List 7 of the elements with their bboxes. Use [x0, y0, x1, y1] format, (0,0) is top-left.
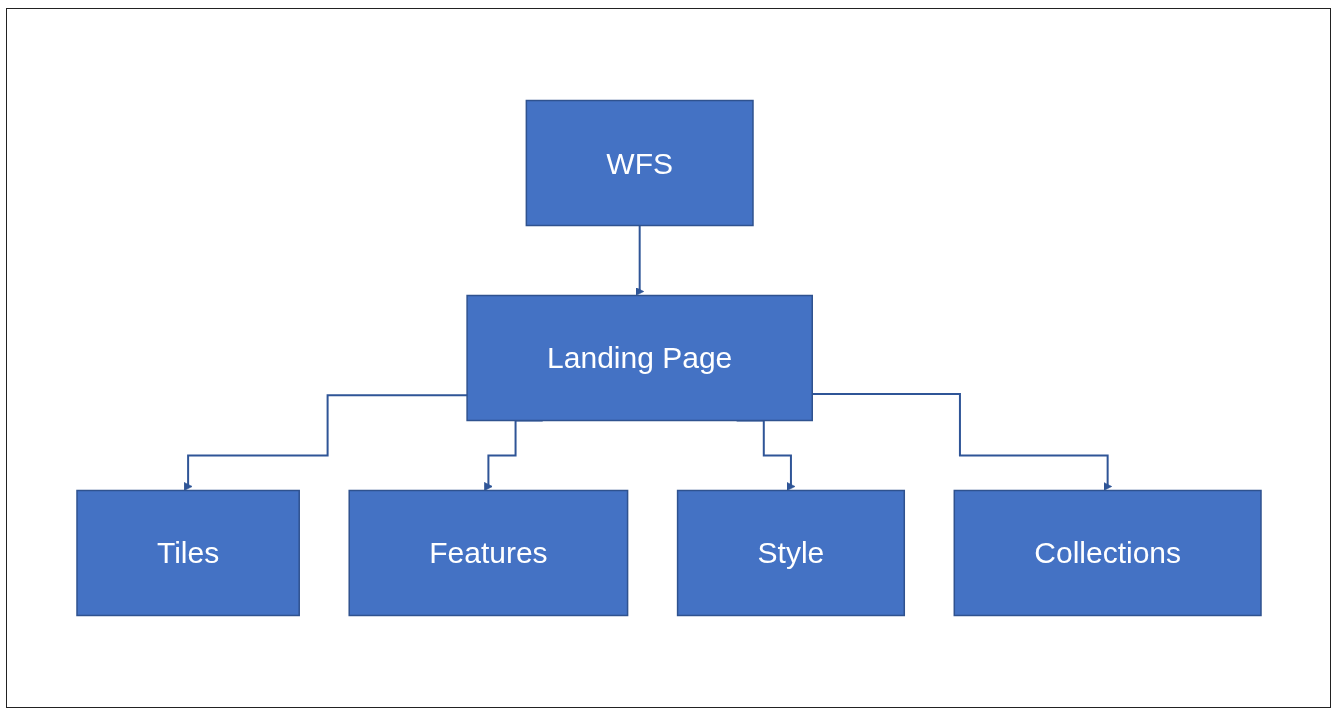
node-box: Landing Page: [465, 294, 813, 422]
node-box: Collections: [953, 489, 1262, 617]
node-box: Style: [676, 489, 905, 617]
node-box: Tiles: [75, 489, 300, 617]
node-box: WFS: [525, 99, 754, 227]
node-box: Features: [347, 489, 628, 617]
arrow: [634, 224, 644, 296]
